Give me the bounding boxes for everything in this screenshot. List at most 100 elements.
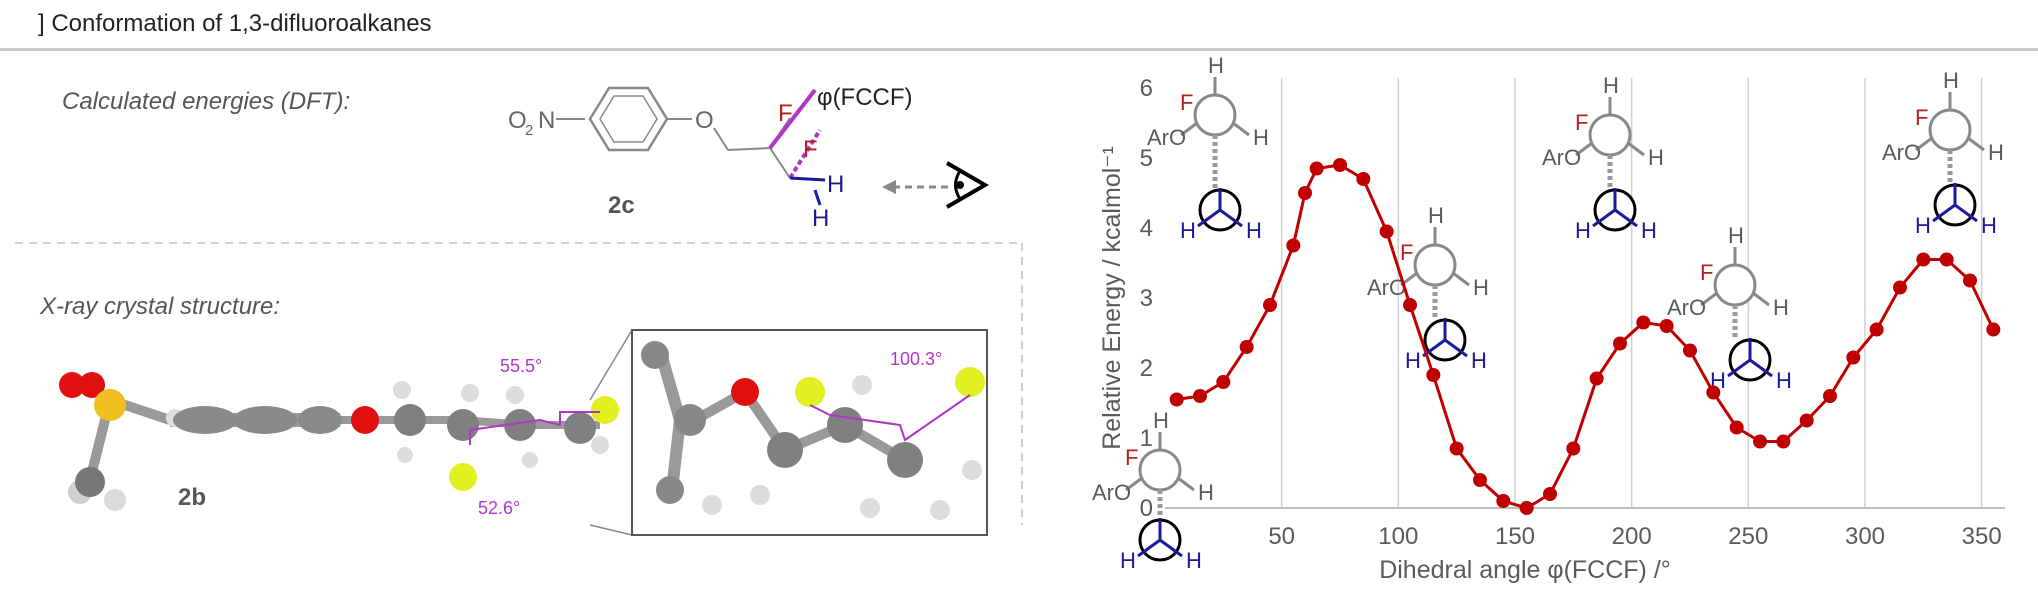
x-tick-label: 350 — [1962, 523, 2002, 550]
data-point — [1519, 501, 1534, 515]
x-tick-label: 50 — [1268, 523, 1295, 550]
newman-aro-label: ArO — [1667, 295, 1706, 320]
newman-back-bond — [1749, 358, 1773, 378]
newman-bond — [1967, 136, 1985, 152]
energy-curve — [1176, 163, 1995, 510]
data-point — [1799, 413, 1814, 428]
newman-f-label: F — [1180, 90, 1193, 115]
data-point — [1286, 238, 1301, 253]
compound-2c-label: 2c — [608, 192, 635, 219]
energy-chart: 0501001502002503003500123456Dihedral ang… — [1092, 53, 2005, 584]
atom-f-upper: F — [778, 100, 793, 127]
x-tick-label: 300 — [1845, 523, 1885, 550]
data-point — [1869, 322, 1884, 337]
eye-icon — [945, 161, 989, 209]
data-point — [1379, 224, 1394, 239]
data-point — [1169, 392, 1184, 407]
newman-bond — [1125, 476, 1143, 492]
newman-bond — [1915, 136, 1933, 152]
data-point — [1706, 385, 1721, 400]
data-point — [1753, 434, 1767, 449]
newman-back-h-label: H — [1641, 218, 1657, 243]
newman-bond — [1752, 291, 1770, 307]
nitro-subscript: 2 — [525, 122, 533, 139]
data-point — [1543, 487, 1557, 501]
newman-back-bond — [1727, 358, 1751, 378]
newman-back-h-label: H — [1186, 548, 1202, 573]
newman-aro-label: ArO — [1367, 275, 1406, 300]
newman-h-label: H — [1728, 223, 1744, 248]
x-tick-label: 250 — [1728, 523, 1768, 550]
molecule-2b-model: 55.5° 52.6° 2b — [59, 356, 619, 518]
data-point — [1333, 158, 1347, 172]
newman-front-circle — [1138, 448, 1182, 492]
data-point — [1263, 298, 1277, 312]
newman-bond — [1177, 476, 1195, 492]
data-point — [1963, 273, 1977, 288]
ether-o: O — [695, 107, 714, 134]
data-point — [1449, 441, 1464, 456]
newman-front-circle — [1193, 93, 1237, 137]
newman-aro-label: ArO — [1882, 140, 1921, 165]
header-bracket: ] — [38, 10, 45, 37]
newman-front-circle — [1588, 113, 1632, 157]
newman-back-bond — [1954, 203, 1978, 223]
newman-h-label: H — [1473, 275, 1489, 300]
y-tick-label: 5 — [1140, 145, 1153, 172]
data-point — [1216, 375, 1231, 389]
data-point — [1916, 252, 1931, 267]
newman-bond — [1180, 121, 1198, 137]
x-tick-label: 100 — [1378, 523, 1418, 550]
data-point — [1473, 473, 1487, 487]
newman-back-h-label: H — [1981, 213, 1997, 238]
newman-back-h-label: H — [1471, 348, 1487, 373]
newman-f-label: F — [1700, 260, 1713, 285]
newman-f-label: F — [1400, 240, 1413, 265]
compound-2b-label: 2b — [178, 484, 206, 511]
data-point — [1239, 340, 1254, 354]
newman-h-label: H — [1603, 73, 1619, 98]
y-axis-label: Relative Energy / kcalmol⁻¹ — [1098, 146, 1126, 450]
data-point — [1589, 371, 1604, 386]
newman-bond — [1232, 121, 1250, 137]
data-point — [1823, 389, 1837, 403]
newman-h-label: H — [1773, 295, 1789, 320]
newman-h-label: H — [1208, 53, 1224, 78]
y-tick-label: 3 — [1140, 285, 1153, 312]
data-point — [1939, 252, 1954, 267]
data-point — [1636, 315, 1651, 330]
data-point — [1309, 161, 1324, 176]
angle-52-label: 52.6° — [478, 498, 520, 518]
data-point — [1659, 319, 1674, 333]
newman-bond — [1700, 291, 1718, 307]
zoom-inset: 100.3° — [631, 329, 988, 536]
data-point — [1776, 434, 1791, 449]
left-panel-drawings: O 2 N O F F H H φ(FCCF) — [15, 84, 1023, 536]
data-point — [1729, 420, 1744, 435]
newman-back-bond — [1592, 208, 1616, 228]
newman-h-label: H — [1198, 480, 1214, 505]
data-point — [1566, 441, 1581, 456]
y-tick-label: 0 — [1140, 495, 1153, 522]
angle-100-label: 100.3° — [890, 349, 942, 369]
data-point — [1298, 186, 1312, 200]
xray-label: X-ray crystal structure: — [40, 293, 281, 320]
nitro-o2: O — [508, 107, 527, 134]
nitro-n: N — [538, 107, 555, 134]
data-point — [1893, 280, 1907, 295]
newman-back-h-label: H — [1915, 213, 1931, 238]
newman-f-label: F — [1915, 105, 1928, 130]
y-tick-label: 6 — [1140, 75, 1153, 102]
newman-front-circle — [1413, 243, 1457, 287]
y-tick-label: 4 — [1140, 215, 1153, 242]
x-axis-label: Dihedral angle φ(FCCF) /° — [1379, 556, 1671, 584]
newman-h-label: H — [1648, 145, 1664, 170]
data-point — [1613, 336, 1627, 351]
newman-bond — [1452, 271, 1470, 287]
atom-h-bottom: H — [812, 205, 829, 232]
newman-front-circle — [1928, 108, 1972, 152]
